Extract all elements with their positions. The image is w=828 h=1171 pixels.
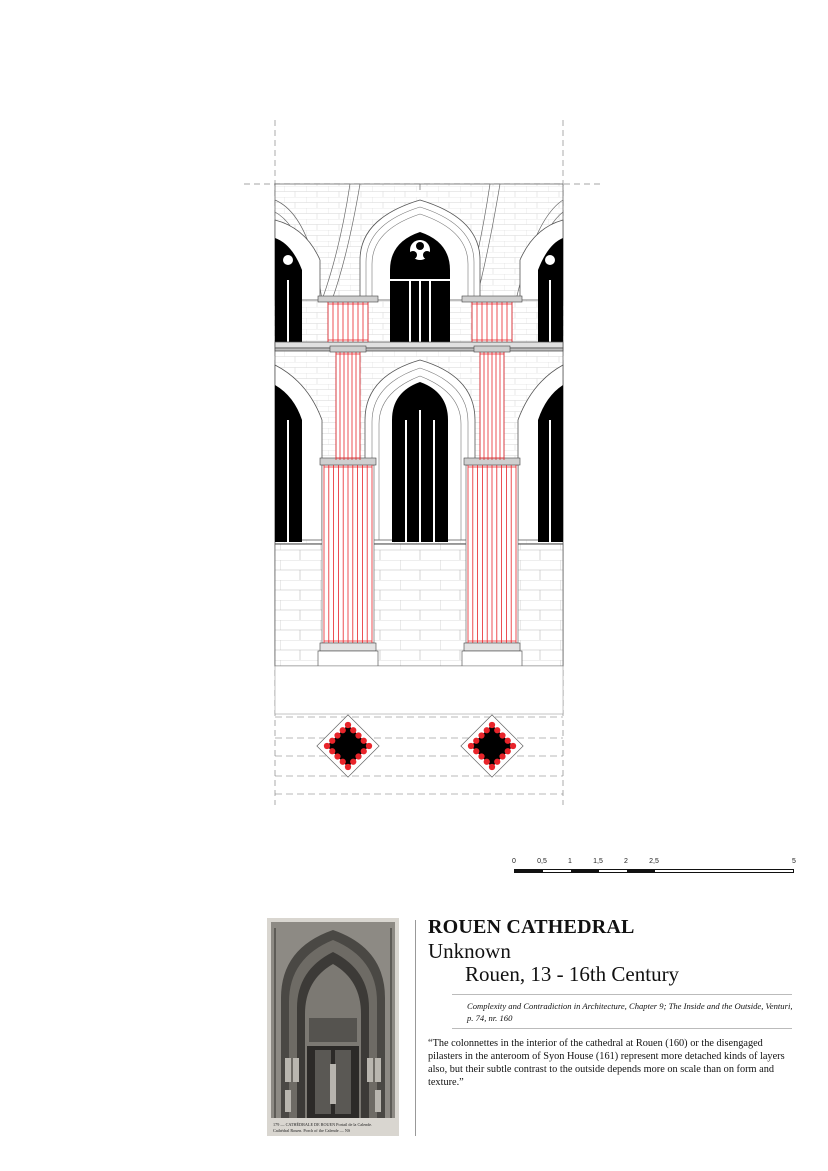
clerestory-windows [275, 232, 563, 346]
capital-upper-1 [317, 295, 379, 303]
divider-vertical [415, 920, 416, 1136]
plan-colonnette [329, 748, 336, 755]
capital-upper-2 [461, 295, 523, 303]
scale-segment [515, 870, 543, 872]
plan-colonnette [329, 737, 336, 744]
plan-colonnette [365, 742, 373, 750]
plan-colonnette [488, 763, 496, 771]
pier-base-1 [319, 642, 377, 652]
arcade-windows [275, 382, 563, 542]
plan-colonnette [355, 732, 362, 739]
quote-text: “The colonnettes in the interior of the … [428, 1038, 785, 1088]
scale-label: 1 [568, 858, 572, 865]
plan-colonnette [494, 727, 501, 734]
place-and-date: Rouen, 13 - 16th Century [465, 962, 680, 986]
divider-bottom [452, 1028, 792, 1029]
plan-colonnette [323, 742, 331, 750]
pier-plinth-2 [461, 650, 523, 667]
scale-label: 0,5 [537, 858, 547, 865]
scale-track [514, 869, 794, 873]
source-citation: Complexity and Contradiction in Architec… [467, 1001, 793, 1023]
scale-label: 2 [624, 858, 628, 865]
plan-colonnette [499, 753, 506, 760]
clerestory-arch-moulding [365, 206, 475, 300]
scale-label: 1,5 [593, 858, 603, 865]
scale-segment [571, 870, 599, 872]
plan-colonnette [509, 742, 517, 750]
plan-colonnette [488, 721, 496, 729]
plan-colonnette [344, 721, 352, 729]
plan-colonnette [473, 737, 480, 744]
plan-colonnette [344, 763, 352, 771]
capital-middle-1 [329, 345, 367, 353]
photo-caption-line1: 179 — CATHÉDRALE DE ROUEN Portail de la … [273, 1122, 372, 1127]
plan-colonnette [350, 758, 357, 765]
plan-colonnette [334, 732, 341, 739]
plan-colonnette [483, 758, 490, 765]
plan-colonnette [467, 742, 475, 750]
divider-top [452, 994, 792, 995]
plan-colonnette [339, 758, 346, 765]
section-gap [274, 665, 564, 715]
plan-colonnette [339, 727, 346, 734]
author: Unknown [428, 939, 511, 963]
scale-label: 0 [512, 858, 516, 865]
plan-colonnette [360, 748, 367, 755]
plan-colonnette [334, 753, 341, 760]
scale-label: 2,5 [649, 858, 659, 865]
arcade-arch-moulding [371, 367, 469, 540]
plan-colonnette [478, 732, 485, 739]
plan-colonnette [494, 758, 501, 765]
string-courses [274, 341, 564, 352]
scale-bar: 0 0,5 1 1,5 2 2,5 5 [510, 858, 800, 882]
rose-tracery [283, 240, 555, 266]
cathedral-elevation-drawing [244, 120, 600, 805]
plan-colonnette [504, 737, 511, 744]
plan-colonnette [499, 732, 506, 739]
cathedral-portal-photo: 179 — CATHÉDRALE DE ROUEN Portail de la … [267, 918, 399, 1136]
plan-colonnette [483, 727, 490, 734]
scale-label: 5 [792, 858, 796, 865]
plan-colonnette [360, 737, 367, 744]
elevation [274, 183, 564, 667]
scale-segment [627, 870, 655, 872]
pier-plinth-1 [317, 650, 379, 667]
plan-colonnette [350, 727, 357, 734]
plan-colonnette [473, 748, 480, 755]
pier-base-2 [463, 642, 521, 652]
pier-plan [275, 714, 563, 795]
plan-colonnette [504, 748, 511, 755]
photo-caption-line2: Cathédral Rouen. Porch of the Calende — … [273, 1128, 351, 1133]
capital-middle-2 [473, 345, 511, 353]
plan-colonnette [355, 753, 362, 760]
plan-colonnette [478, 753, 485, 760]
page-title: ROUEN CATHEDRAL [428, 916, 635, 938]
highlighted-piers [317, 295, 523, 667]
